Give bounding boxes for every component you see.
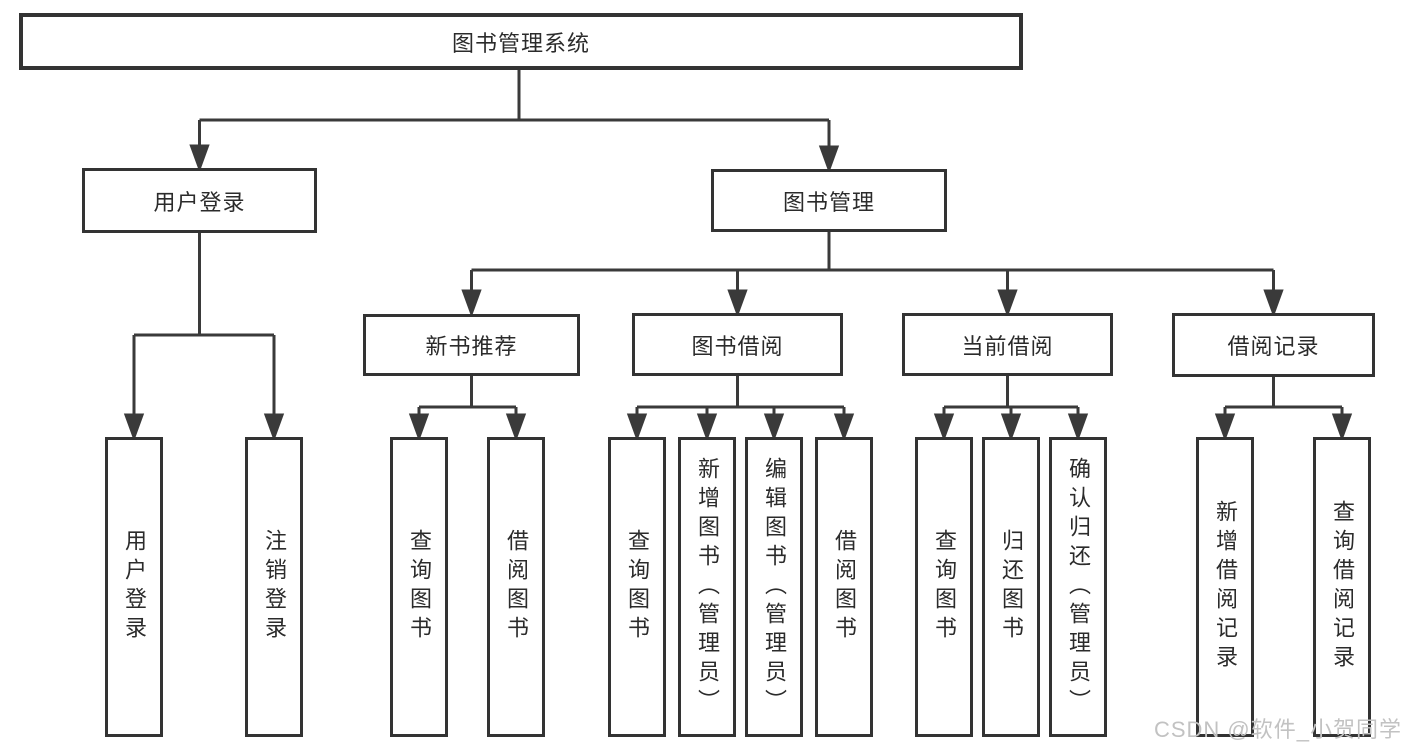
leaf-confirm-return-admin: 确认归还（管理员） [1049,437,1107,737]
csdn-watermark: CSDN @软件_小贺同学 [1153,717,1402,742]
arrowhead [461,289,482,318]
leaf-return-books: 归还图书 [982,437,1040,737]
arrowhead [1000,413,1022,442]
leaf-query-books-recommend: 查询图书 [390,437,448,737]
leaf-user-login: 用户登录 [105,437,163,737]
arrowhead [1067,413,1089,442]
leaf-borrow-books-recommend: 借阅图书 [487,437,545,737]
leaf-logout: 注销登录 [245,437,303,737]
leaf-query-books-current: 查询图书 [915,437,973,737]
arrowhead [189,144,210,173]
arrowhead [626,413,648,442]
node-library-management-system: 图书管理系统 [19,13,1023,70]
connector-borrow-record-to-leaves [1214,377,1353,442]
connector-book-borrow-to-leaves [626,376,855,442]
node-new-book-recommend: 新书推荐 [363,314,580,376]
leaf-edit-books-admin: 编辑图书（管理员） [745,437,803,737]
arrowhead [408,413,430,442]
arrowhead [1263,289,1284,318]
arrowhead [727,289,748,318]
node-current-borrowing: 当前借阅 [902,313,1113,376]
leaf-borrow-books: 借阅图书 [815,437,873,737]
arrowhead [763,413,785,442]
leaf-query-books-borrowing: 查询图书 [608,437,666,737]
connector-user-login-to-leaves [123,233,285,442]
arrowhead [818,145,840,174]
connector-new-book-to-leaves [408,376,527,442]
arrowhead [263,413,285,442]
arrowhead [997,289,1018,318]
connector-book-mgmt-to-level3 [461,232,1284,318]
connector-root-to-level2 [189,70,840,174]
node-book-borrowing: 图书借阅 [632,313,843,376]
arrowhead [933,413,955,442]
arrowhead [696,413,718,442]
node-borrowing-records: 借阅记录 [1172,313,1375,377]
node-user-login-branch: 用户登录 [82,168,317,233]
node-book-management-branch: 图书管理 [711,169,947,232]
leaf-query-borrow-record: 查询借阅记录 [1313,437,1371,737]
arrowhead [1331,413,1353,442]
arrowhead [1214,413,1236,442]
arrowhead [123,413,145,442]
arrowhead [505,413,527,442]
arrowhead [833,413,855,442]
leaf-add-books-admin: 新增图书（管理员） [678,437,736,737]
connector-current-borrow-to-leaves [933,376,1089,442]
leaf-add-borrow-record: 新增借阅记录 [1196,437,1254,737]
